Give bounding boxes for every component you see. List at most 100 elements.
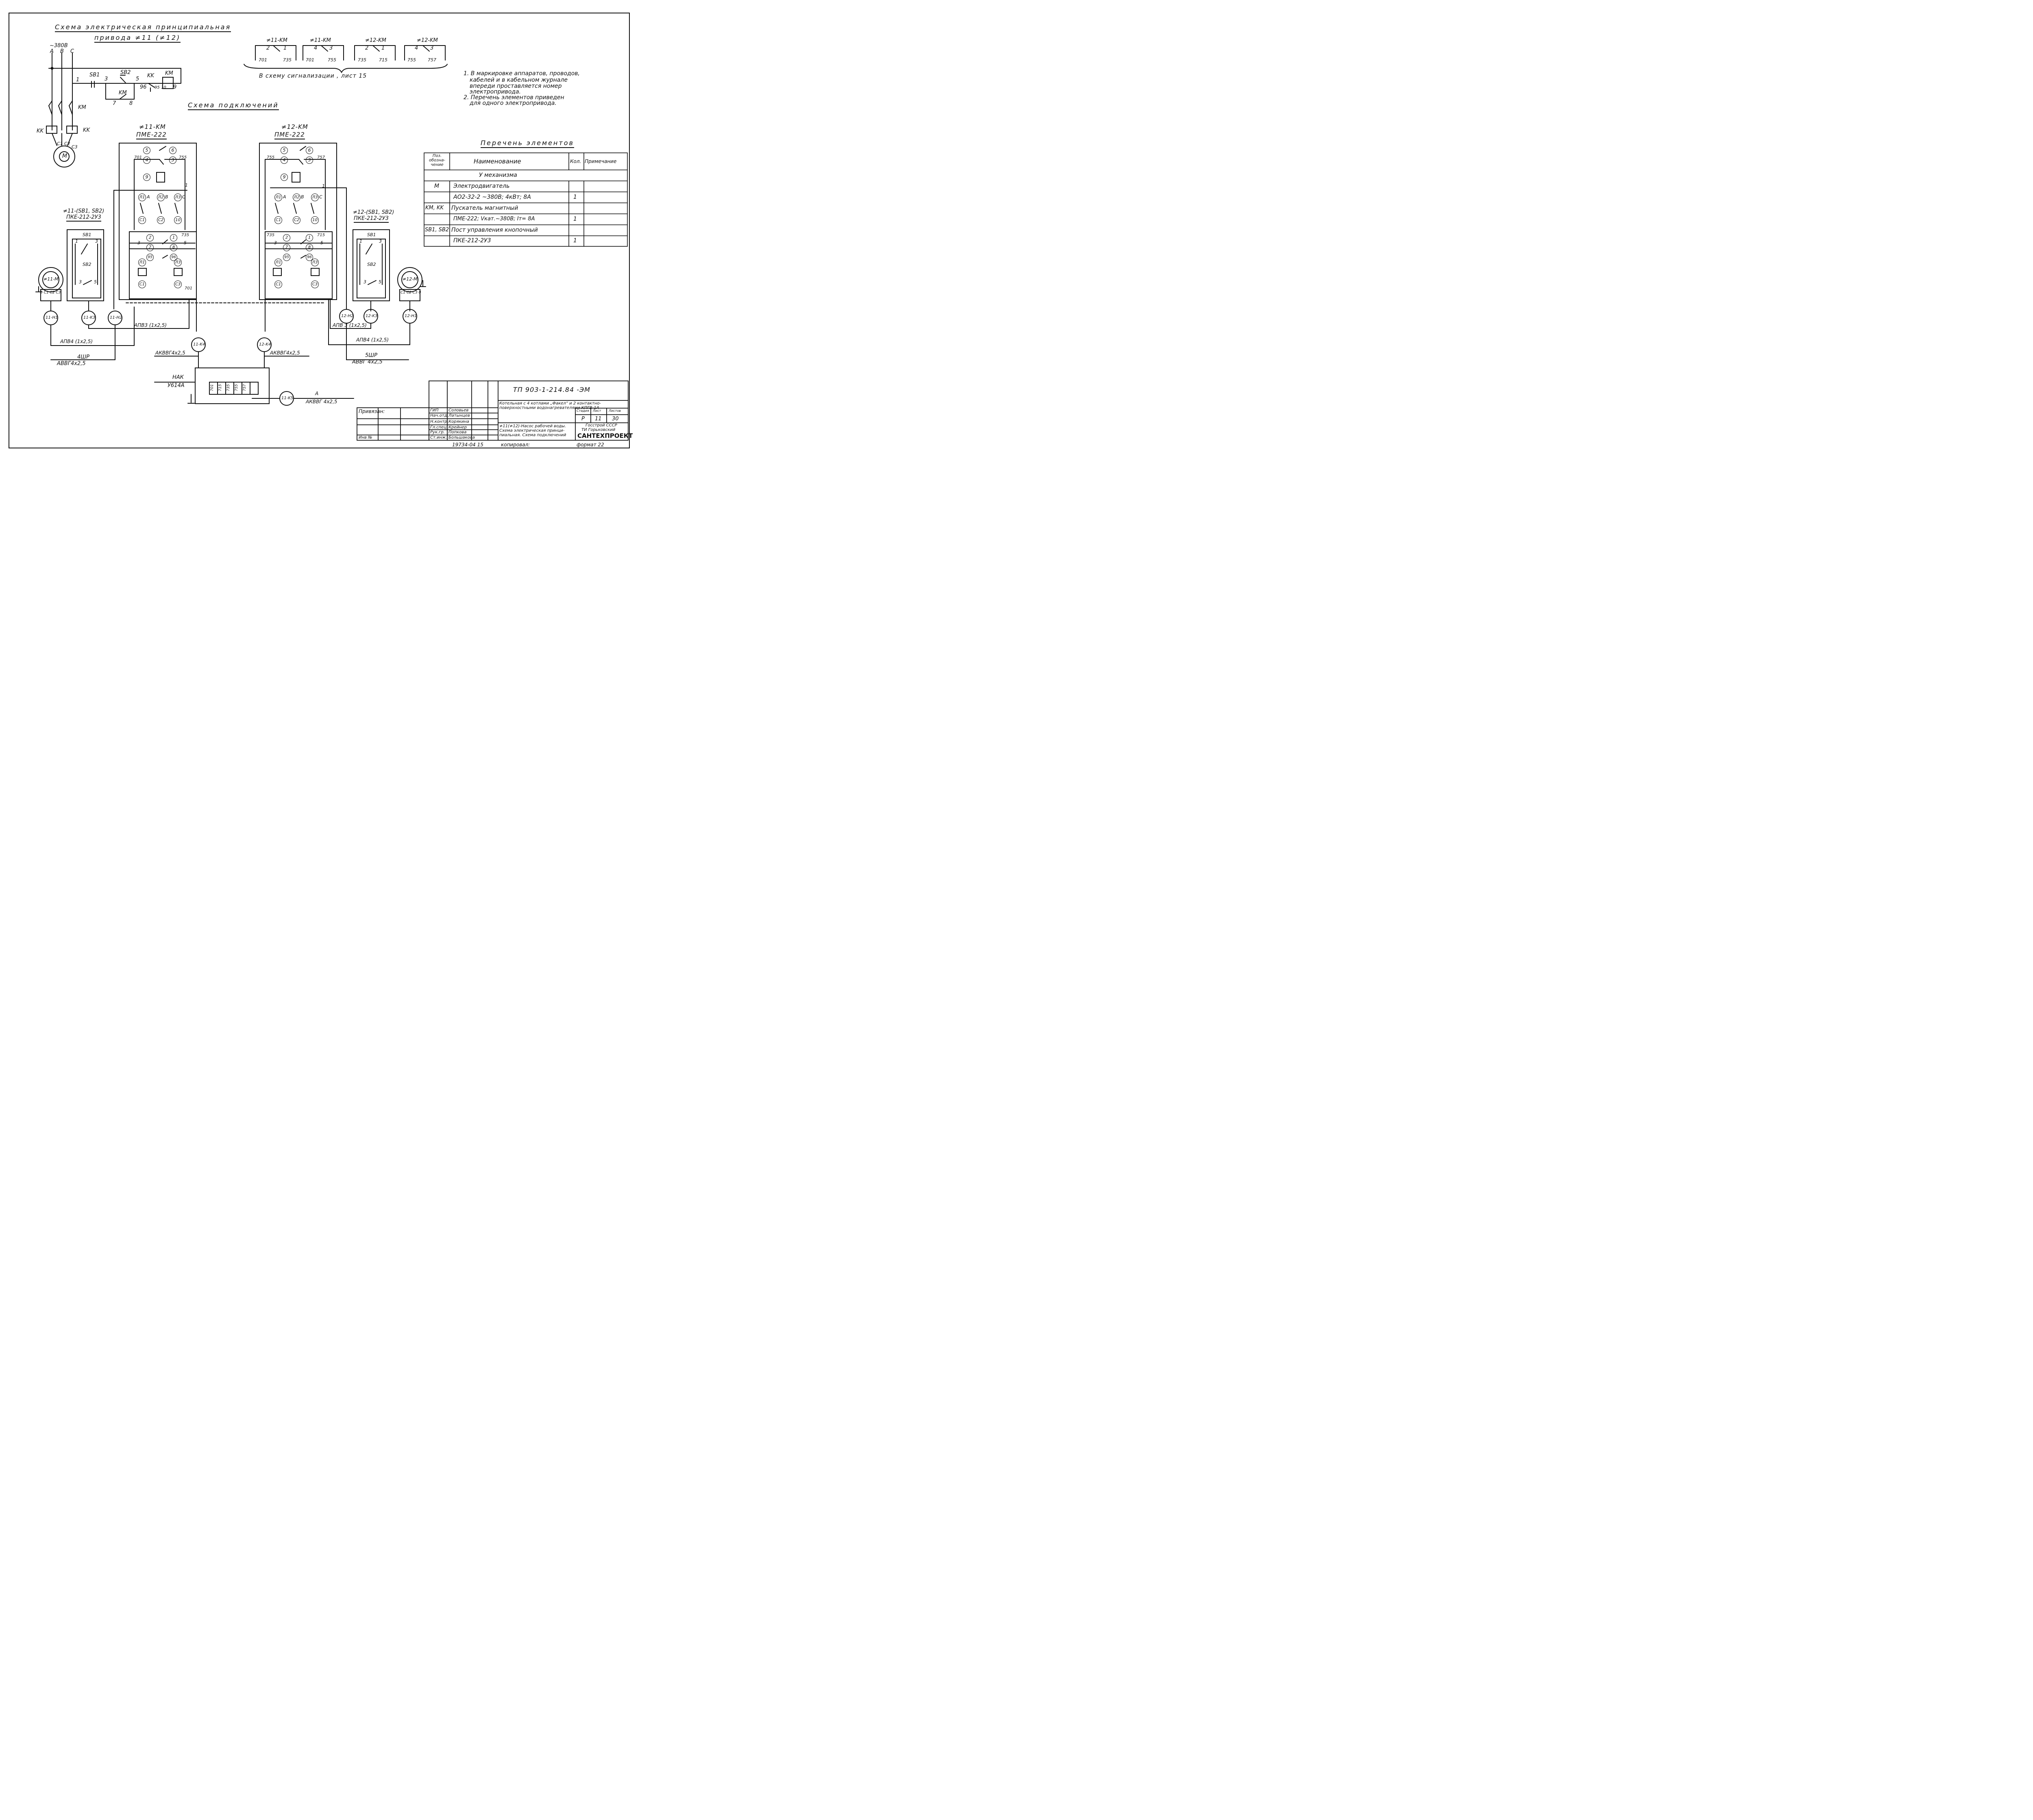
cable-node-11-k4: 11-K4 [193, 342, 205, 347]
post-12-t5: 5 [379, 279, 381, 285]
stamp-object-line2: поверхностными водонагревателями КПГВ-1А [499, 406, 599, 410]
table-row-3-name: Пускатель магнитный [451, 205, 518, 211]
node-10: 10 [161, 85, 166, 90]
s12-terminal-6: 6 [306, 147, 313, 154]
s11-terminal-10: 10 [174, 216, 182, 224]
schematic-title-line1: Схема электрическая принципиальная [55, 24, 231, 32]
phase-a-label: A [50, 48, 54, 54]
stamp-stage: Р [581, 416, 585, 422]
cable-node-11-h1: 11-H1 [46, 315, 58, 320]
s12-terminal-c3-bottom: C3 [311, 281, 319, 288]
post-11-t3-bottom: 3 [79, 279, 82, 285]
stamp-copied: копировал: [501, 442, 530, 448]
table-row-5-name: Пост управления кнопочный [451, 227, 538, 233]
post-12-sb2: SB2 [367, 262, 376, 267]
table-row-5-pos: SB1, SB2 [425, 227, 449, 233]
winding-c2: C2 [64, 141, 70, 146]
post-12-type: ПКЕ-212-2У3 [354, 215, 389, 223]
stamp-name-3: Корякина [448, 420, 469, 424]
s12-terminal-l3: Л3 [311, 194, 319, 201]
starter-11-wire-mid: 735 [181, 233, 189, 237]
stamp-sheet-header: Лист [593, 409, 601, 413]
stamp-role-5: Рук.гр. [430, 430, 445, 435]
stamp-role-3: Н.контр. [430, 420, 448, 424]
post-11-t1: 1 [75, 239, 78, 244]
s12-phase-c: C [319, 194, 322, 200]
note-line-3: впереди проставляется номер [470, 83, 562, 89]
node-96: 96 [140, 84, 147, 90]
kk-left-label: KK [37, 128, 44, 134]
signal-contacts [244, 45, 448, 74]
stamp-stage-header: Стадия [577, 409, 589, 413]
starter-12-wire-right: 757 [317, 155, 325, 160]
motor-12-id: ≠12-M [403, 276, 418, 282]
km-main-contacts-label: KM [78, 104, 86, 111]
starter-12-wire-mid: 715 [317, 233, 325, 237]
motor-11-symbol [35, 267, 63, 311]
s11-wire-1: 1 [185, 183, 188, 188]
signal-group-2-w2: 755 [328, 57, 336, 63]
s12-terminal-96: 96 [306, 254, 313, 261]
cable-node-11-h2: 11-H2 [110, 315, 122, 320]
post-12-t3: 3 [379, 239, 382, 244]
cable-node-11-k3: 11-K3 [83, 315, 96, 320]
s11-terminal-2: 2 [146, 234, 154, 241]
signal-group-3-a: 2 [365, 45, 369, 51]
starter-12-type: ПМЕ-222 [274, 131, 305, 139]
s12-terminal-l1-bottom: Л1 [274, 259, 282, 266]
post-12-t3-bottom: 3 [364, 279, 366, 285]
signal-caption: В схему сигнализации , лист 15 [259, 73, 367, 79]
stamp-object-line1: Котельная с 4 котлами „Факел“ и 2 контак… [499, 401, 601, 406]
s12-terminal-l1: Л1 [274, 194, 282, 201]
nak-terminal-757: 757 [243, 384, 247, 391]
table-row-2-qty: 1 [573, 194, 577, 200]
stamp-name-2: Латынцев [448, 413, 470, 418]
phase-c-label: C [70, 48, 74, 54]
s11-phase-c: C [182, 194, 185, 200]
table-header-pos: Поз. обозна- чение [429, 154, 445, 167]
s11-terminal-c3-bottom: C3 [174, 281, 182, 288]
s12-term-5: 5 [320, 240, 323, 246]
cable-node-12-k3: 12-K3 [366, 314, 378, 318]
signal-group-3-w1: 735 [358, 57, 366, 63]
note-line-1: 1. В маркировке аппаратов, проводов, [464, 70, 580, 77]
cable-akvvg-left: АКВВГ4х2,5 [155, 350, 185, 356]
cable-apv3-right: АПВ 3 (1х2,5) [333, 322, 367, 328]
signal-group-1-w2: 735 [283, 57, 292, 63]
motor-circle [53, 146, 75, 167]
stamp-title-line1: ≠11(≠12)-Насос рабочей воды. [499, 424, 566, 428]
s11-terminal-c1: C1 [138, 216, 146, 224]
stamp-name-4: Крейнер [448, 425, 467, 430]
s11-terminal-l2: Л2 [157, 194, 165, 201]
stamp-bottom-number: 19734-04 15 [452, 442, 483, 448]
cable-bottom-a: А [315, 391, 319, 396]
post-12-frame [353, 229, 390, 311]
stamp-name-5: Попкова [448, 430, 467, 435]
s11-term-3: 3 [137, 240, 140, 246]
signal-group-2-label: ≠11-KM [310, 37, 331, 43]
s11-phase-a: A [147, 194, 150, 200]
s12-terminal-c1: C1 [274, 216, 282, 224]
signal-group-1-a: 2 [266, 45, 270, 51]
s12-terminal-95: 95 [283, 254, 290, 261]
signal-group-4-label: ≠12-KM [417, 37, 438, 43]
s12-terminal-9: 9 [281, 174, 288, 181]
s11-term-5: 5 [184, 240, 187, 246]
stamp-sheet: 11 [595, 416, 602, 422]
table-row-1-name: Электродвигатель [453, 183, 510, 189]
nak-type: У614А [168, 383, 185, 389]
table-row-4-qty: 1 [573, 216, 577, 222]
starter-12-wire-735: 735 [267, 233, 275, 237]
sb2-label: SB2 [120, 70, 131, 76]
stamp-role-4: Гл.спец. [430, 425, 448, 430]
signal-group-4-w1: 755 [407, 57, 416, 63]
post-11-sb2: SB2 [83, 262, 91, 267]
stamp-code: ТП 903-1-214.84 -ЭМ [513, 386, 590, 394]
table-header-name: Наименование [474, 158, 521, 165]
table-row-6-qty: 1 [573, 237, 577, 244]
cable-node-12-h2: 12-H2 [341, 314, 354, 318]
cable-apv3-left: АПВ3 (1х2,5) [134, 322, 167, 328]
signal-group-4-w2: 757 [428, 57, 436, 63]
motor-11-terms: 0 C1 C2 C3 [40, 291, 61, 295]
signal-group-1-b: 1 [283, 45, 287, 51]
